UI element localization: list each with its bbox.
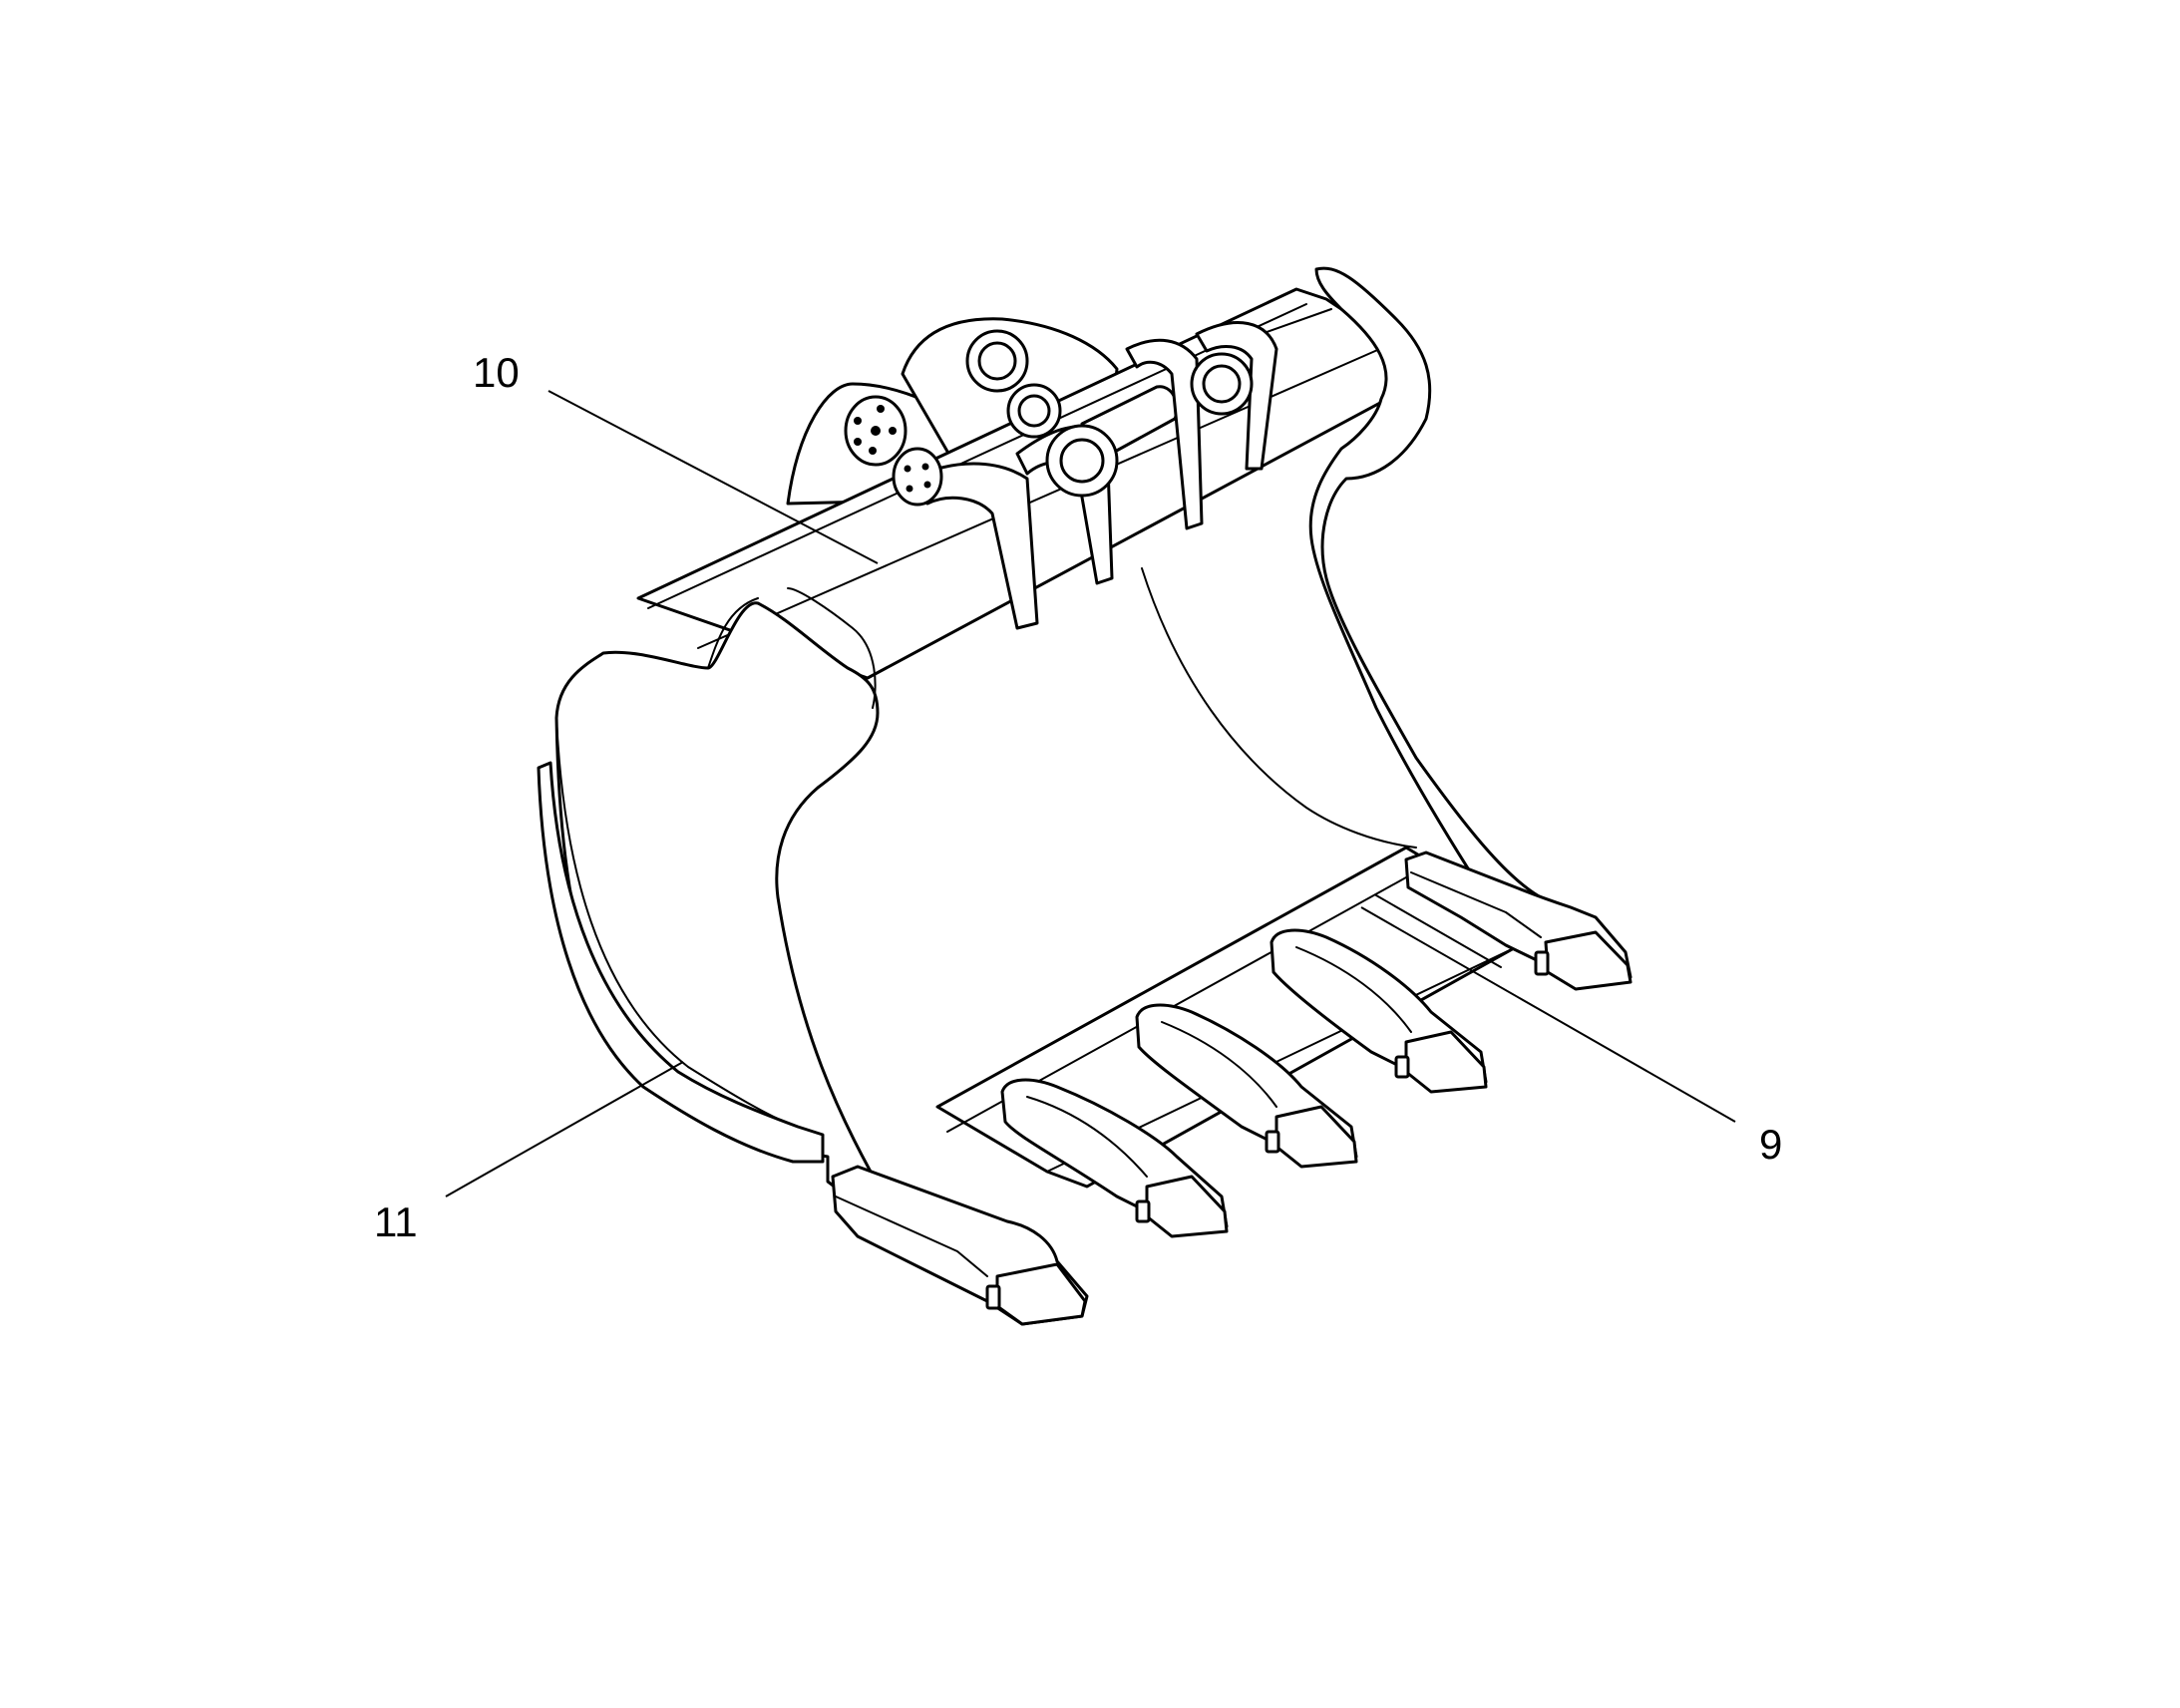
lug-left — [910, 462, 1039, 630]
callout-10: 10 — [473, 349, 520, 396]
hinge-assembly — [636, 287, 1418, 680]
tooth-2 — [1000, 1078, 1229, 1238]
leader-9 — [1360, 906, 1736, 1123]
callout-11: 11 — [374, 1198, 418, 1245]
tooth-4 — [1270, 928, 1488, 1094]
side-cutter-11 — [537, 761, 825, 1164]
leader-10 — [547, 390, 879, 564]
tooth-1 — [831, 1165, 1089, 1326]
tooth-3 — [1135, 1003, 1358, 1169]
flange-lower — [892, 447, 943, 507]
tooth-5 — [1404, 851, 1633, 991]
left-side-plate — [537, 587, 890, 1213]
lug-right-a — [1125, 338, 1204, 530]
callout-9: 9 — [1759, 1121, 1782, 1168]
teeth-row — [831, 851, 1633, 1326]
leader-11 — [445, 1061, 684, 1197]
lug-right-b — [1195, 321, 1278, 471]
bucket-back-curve — [1141, 567, 1417, 849]
